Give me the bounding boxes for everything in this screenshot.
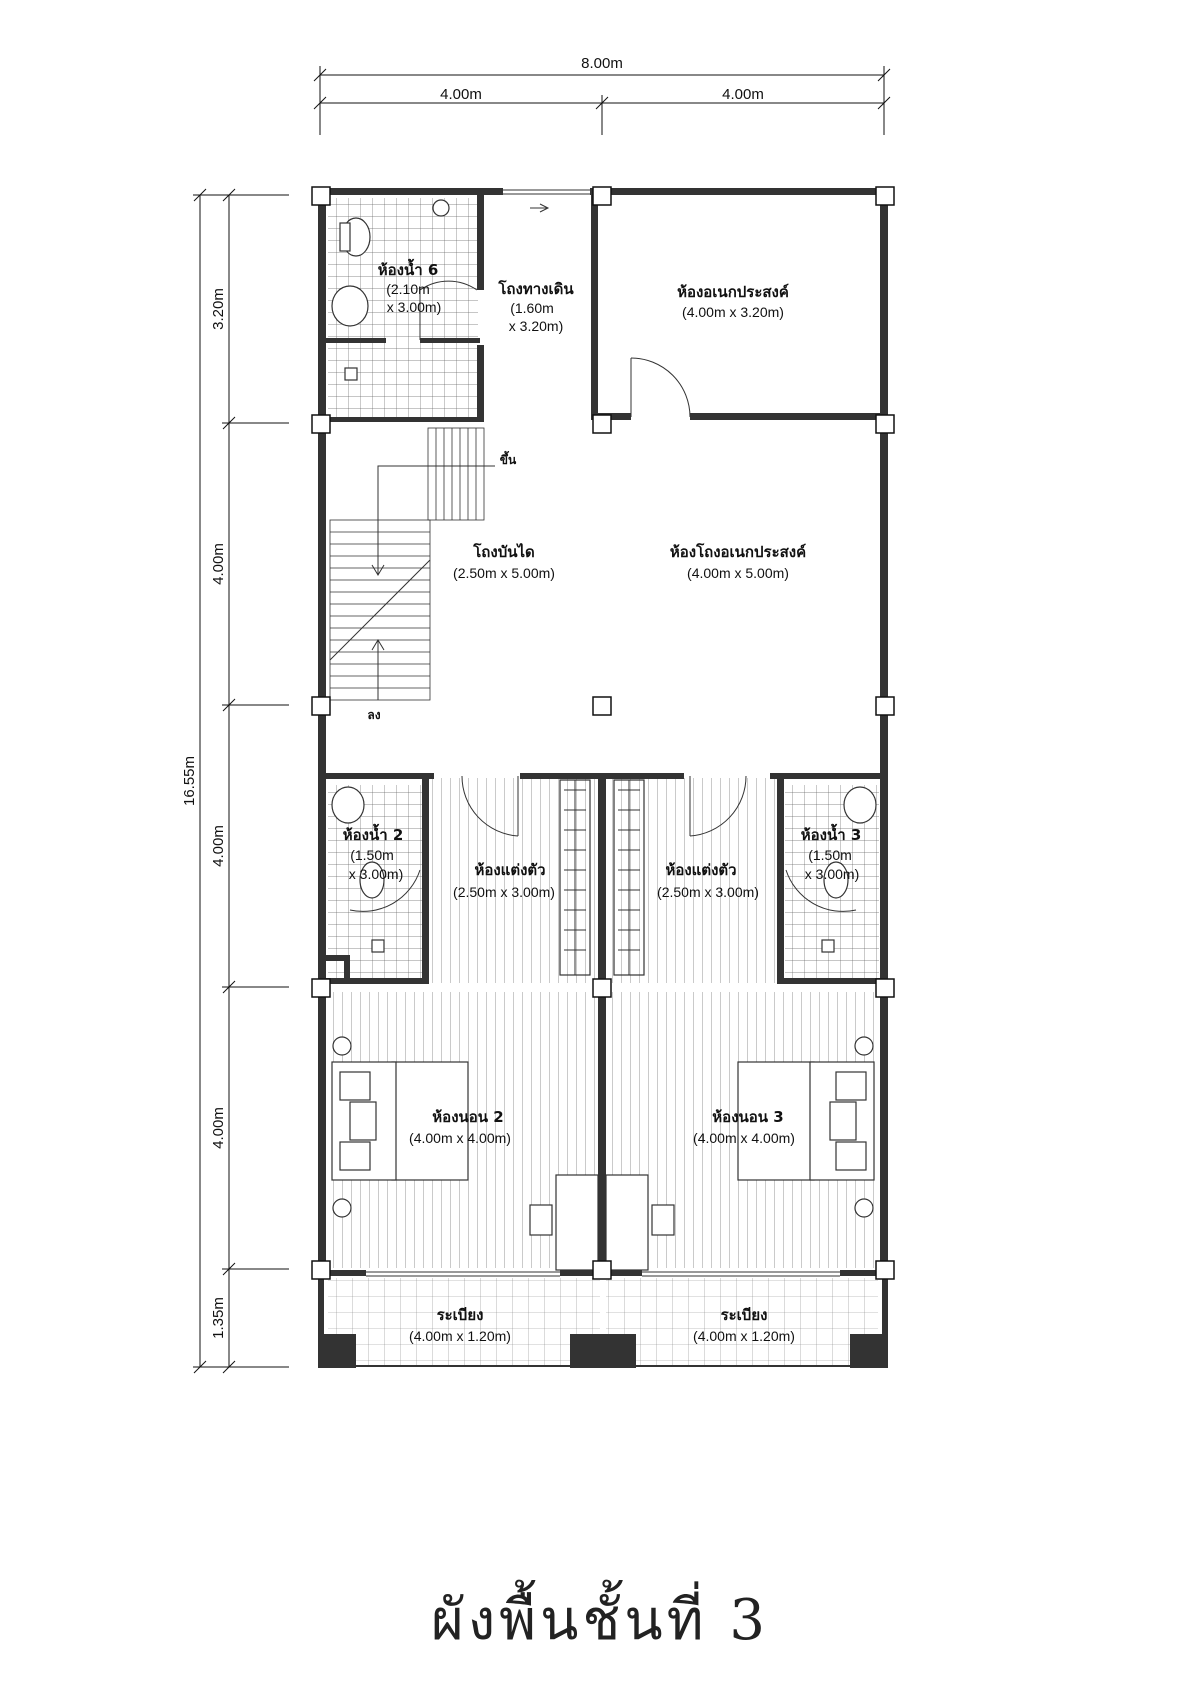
bath2-name: ห้องน้ำ 2: [343, 823, 404, 844]
dress-left-size: (2.50m x 3.00m): [453, 884, 555, 900]
bed2-name: ห้องนอน 2: [432, 1108, 503, 1126]
walkway-size-1: (1.60m: [510, 300, 554, 316]
dress-right-size: (2.50m x 3.00m): [657, 884, 759, 900]
stair-up-label: ขึ้น: [500, 450, 517, 467]
room-labels: ห้องน้ำ 6 (2.10m x 3.00m) โถงทางเดิน (1.…: [343, 258, 862, 1344]
fixtures: [331, 199, 877, 1271]
bed2-size: (4.00m x 4.00m): [409, 1130, 511, 1146]
bath2-size-2: x 3.00m): [349, 866, 403, 882]
bath2-size-1: (1.50m: [350, 847, 394, 863]
stair-down-label: ลง: [367, 708, 380, 722]
multi-hall-name: ห้องโถงอเนกประสงค์: [670, 542, 806, 561]
bed3-name: ห้องนอน 3: [712, 1108, 783, 1126]
dim-left-seg-1: 3.20m: [210, 288, 227, 330]
staircase: [329, 427, 495, 701]
plan-title: ผังพื้นชั้นที่ 3: [431, 1588, 769, 1653]
multi-hall-size: (4.00m x 5.00m): [687, 565, 789, 581]
bath6-size-1: (2.10m: [386, 281, 430, 297]
bath6-size-2: x 3.00m): [387, 299, 441, 315]
bed3-size: (4.00m x 4.00m): [693, 1130, 795, 1146]
multipurpose-size: (4.00m x 3.20m): [682, 304, 784, 320]
balcony-right-size: (4.00m x 1.20m): [693, 1328, 795, 1344]
stair-hall-name: โถงบันได: [472, 542, 535, 561]
dim-top-right: 4.00m: [722, 86, 764, 103]
multipurpose-name: ห้องอเนกประสงค์: [677, 283, 789, 301]
balcony-right-name: ระเบียง: [721, 1306, 768, 1324]
stair-hall-size: (2.50m x 5.00m): [453, 565, 555, 581]
bath3-name: ห้องน้ำ 3: [801, 823, 862, 844]
wardrobe-hangers: [564, 780, 640, 975]
dim-left-seg-3: 4.00m: [210, 825, 227, 867]
doors: [349, 203, 857, 912]
dim-top-total: 8.00m: [581, 55, 623, 72]
dress-right-name: ห้องแต่งตัว: [665, 861, 736, 879]
dim-left-seg-2: 4.00m: [210, 543, 227, 585]
walkway-name: โถงทางเดิน: [497, 279, 574, 298]
left-dimensions: 16.55m 3.20m 4.00m 4.00m 4.00m 1.35m: [181, 188, 289, 1374]
bath3-size-2: x 3.00m): [805, 866, 859, 882]
dim-top-left: 4.00m: [440, 86, 482, 103]
floor-finishes: [328, 198, 879, 1367]
balcony-left-name: ระเบียง: [437, 1306, 484, 1324]
dim-left-seg-5: 1.35m: [210, 1297, 227, 1339]
dim-left-seg-4: 4.00m: [210, 1107, 227, 1149]
bath3-size-1: (1.50m: [808, 847, 852, 863]
dim-left-total: 16.55m: [181, 756, 198, 806]
walls: [318, 188, 888, 1368]
walkway-size-2: x 3.20m): [509, 318, 563, 334]
bath6-name: ห้องน้ำ 6: [378, 258, 439, 279]
top-dimensions: 8.00m 4.00m 4.00m: [313, 55, 891, 135]
columns: [311, 186, 895, 1280]
dress-left-name: ห้องแต่งตัว: [474, 861, 545, 879]
balcony-left-size: (4.00m x 1.20m): [409, 1328, 511, 1344]
